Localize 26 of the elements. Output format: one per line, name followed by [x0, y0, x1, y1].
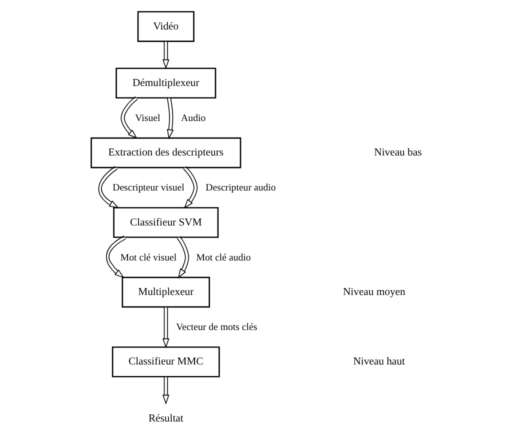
node-box: Vidéo — [136, 11, 194, 42]
edge-label: Descripteur audio — [205, 182, 276, 194]
edge-label: Descripteur visuel — [112, 182, 184, 194]
arrow — [176, 236, 189, 278]
edge-label: Mot clé audio — [196, 252, 250, 264]
node-box: Extraction des descripteurs — [90, 137, 241, 168]
arrow — [162, 376, 169, 405]
label: Niveau bas — [374, 148, 422, 159]
edge-label: Visuel — [134, 112, 160, 124]
arrow — [162, 306, 169, 348]
arrow — [182, 166, 198, 209]
node-box: Classifieur SVM — [112, 207, 218, 238]
node-box: Classifieur MMC — [111, 346, 220, 378]
edge-label: Audio — [180, 112, 206, 124]
arrow — [98, 166, 119, 208]
edge-label: Vecteur de mots clés — [176, 322, 257, 333]
label: Niveau haut — [352, 356, 404, 368]
node-box: Démultiplexeur — [115, 68, 216, 99]
edge-label: Mot clé visuel — [120, 252, 176, 264]
arrow — [120, 96, 138, 139]
arrow — [106, 236, 126, 278]
node-box: Multiplexeur — [121, 276, 210, 308]
arrow — [162, 41, 169, 70]
arrow — [166, 97, 174, 140]
node-text: Résultat — [148, 413, 183, 424]
label: Niveau moyen — [342, 286, 405, 298]
